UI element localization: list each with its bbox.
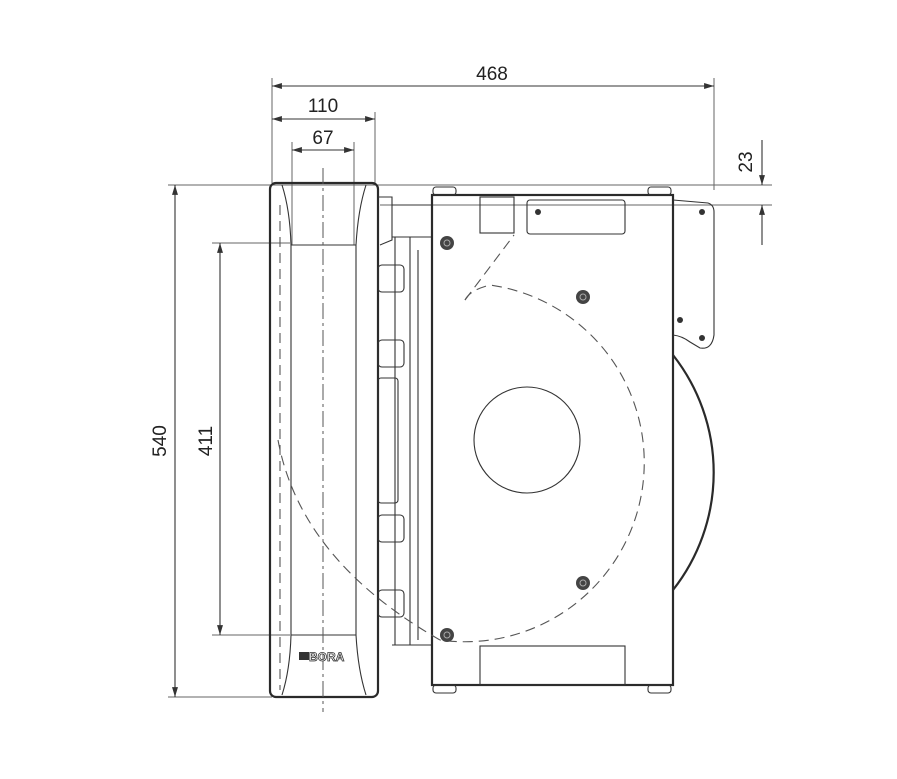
clip <box>377 264 405 293</box>
dimension-label: 540 <box>150 425 171 457</box>
screws <box>440 236 590 642</box>
dimension-label: 67 <box>312 128 333 149</box>
clip <box>377 514 405 543</box>
clip <box>377 339 405 368</box>
extension-lines <box>168 78 772 698</box>
clip <box>377 589 405 618</box>
dimension-110: 110 <box>272 96 375 122</box>
screw-icon <box>576 290 590 304</box>
front-panel: BORA <box>268 168 380 712</box>
screw-icon <box>440 236 454 250</box>
dimension-label: 110 <box>308 96 338 117</box>
fan-outlet <box>473 386 581 494</box>
dimension-label: 468 <box>476 64 508 85</box>
dimension-label: 411 <box>196 426 217 456</box>
dimension-540: 540 <box>150 185 178 697</box>
dimension-67: 67 <box>292 128 354 153</box>
bora-logo-text: BORA <box>309 650 345 664</box>
dimension-label: 23 <box>736 151 757 172</box>
clip <box>377 377 399 504</box>
fan-housing <box>277 186 715 694</box>
dimension-468: 468 <box>272 64 714 89</box>
foot <box>432 684 457 694</box>
foot <box>647 684 672 694</box>
screw-icon <box>576 576 590 590</box>
dimension-23: 23 <box>736 140 765 245</box>
foot <box>647 186 672 196</box>
screw-icon <box>440 628 454 642</box>
foot <box>432 186 457 196</box>
bora-logo: BORA <box>299 650 345 664</box>
mounting-rails <box>377 196 432 646</box>
dimension-411: 411 <box>196 243 223 635</box>
